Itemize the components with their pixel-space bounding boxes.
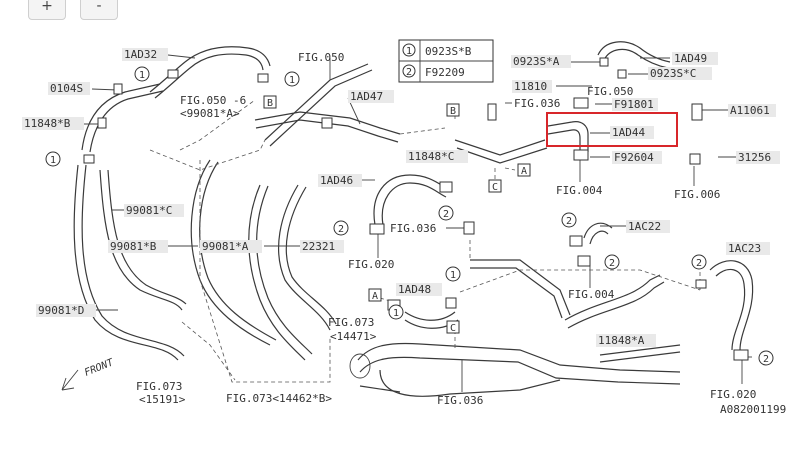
label-fig073-bl: FIG.073 bbox=[136, 380, 182, 393]
label-99081A-paren: <99081*A> bbox=[180, 107, 240, 120]
label-fig020-left: FIG.020 bbox=[348, 258, 394, 271]
label-fig036-top: FIG.036 bbox=[514, 97, 560, 110]
callout-C-text: C bbox=[492, 182, 498, 193]
label-1AC23: 1AC23 bbox=[728, 242, 761, 255]
callout-1-text: 1 bbox=[289, 75, 295, 86]
callout-2-text: 2 bbox=[338, 224, 344, 235]
label-1AD44: 1AD44 bbox=[612, 126, 645, 139]
callout-A bbox=[517, 163, 531, 177]
zoom-out-button[interactable]: - bbox=[80, 0, 118, 20]
label-11848A: 11848*A bbox=[598, 334, 645, 347]
part-labels: 1AD32 0104S 11848*B FIG.050 -6 <99081*A>… bbox=[22, 48, 786, 416]
callout-1 bbox=[445, 266, 461, 282]
label-fig036-bot: FIG.036 bbox=[437, 394, 483, 407]
callout-2 bbox=[691, 254, 707, 270]
label-fig073: FIG.073 bbox=[328, 316, 374, 329]
front-arrow-icon bbox=[61, 369, 79, 391]
callout-1 bbox=[134, 66, 150, 82]
water-pipe-assembly bbox=[349, 342, 681, 397]
clamp-parts bbox=[83, 57, 749, 361]
callout-B-text: B bbox=[267, 98, 273, 109]
callout-1 bbox=[284, 71, 300, 87]
callout-2-text: 2 bbox=[443, 209, 449, 220]
label-22321: 22321 bbox=[302, 240, 335, 253]
label-11848C: 11848*C bbox=[408, 150, 454, 163]
callout-2-text: 2 bbox=[696, 258, 702, 269]
callout-2 bbox=[561, 212, 577, 228]
callout-2-text: 2 bbox=[566, 216, 572, 227]
callout-A-text: A bbox=[521, 166, 527, 177]
label-11848B: 11848*B bbox=[24, 117, 71, 130]
label-99081C: 99081*C bbox=[126, 204, 172, 217]
legend-code-2: F92209 bbox=[425, 66, 465, 79]
label-front: FRONT bbox=[83, 357, 116, 379]
callout-B bbox=[263, 95, 277, 109]
label-F92604: F92604 bbox=[614, 151, 654, 164]
label-1AD48: 1AD48 bbox=[398, 283, 431, 296]
label-1AC22: 1AC22 bbox=[628, 220, 661, 233]
label-99081B: 99081*B bbox=[110, 240, 157, 253]
label-fig036-mid: FIG.036 bbox=[390, 222, 436, 235]
legend-num-1: 1 bbox=[406, 46, 412, 57]
callout-C bbox=[488, 179, 502, 193]
callout-1-text: 1 bbox=[393, 308, 399, 319]
callout-2-text: 2 bbox=[763, 354, 769, 365]
callout-B bbox=[446, 103, 460, 117]
hose-lines bbox=[73, 46, 401, 361]
callout-1 bbox=[388, 304, 404, 320]
label-99081A: 99081*A bbox=[202, 240, 249, 253]
callout-2 bbox=[333, 220, 349, 236]
label-fig050-top: FIG.050 bbox=[298, 51, 344, 64]
legend-code-1: 0923S*B bbox=[425, 45, 472, 58]
label-31256: 31256 bbox=[738, 151, 771, 164]
label-1AD47: 1AD47 bbox=[350, 90, 383, 103]
label-fig020-right: FIG.020 bbox=[710, 388, 756, 401]
highlight-box bbox=[546, 112, 678, 147]
label-15191: <15191> bbox=[139, 393, 186, 406]
callout-2 bbox=[604, 254, 620, 270]
callout-1 bbox=[45, 151, 61, 167]
label-0923SA: 0923S*A bbox=[513, 55, 560, 68]
label-11810: 11810 bbox=[514, 80, 547, 93]
label-fig004-mid: FIG.004 bbox=[568, 288, 615, 301]
label-0104S: 0104S bbox=[50, 82, 83, 95]
label-99081D: 99081*D bbox=[38, 304, 84, 317]
label-1AD49: 1AD49 bbox=[674, 52, 707, 65]
zoom-in-button[interactable]: + bbox=[28, 0, 66, 20]
label-1AD46: 1AD46 bbox=[320, 174, 353, 187]
callout-A bbox=[368, 288, 382, 302]
legend: 1 2 0923S*B F92209 bbox=[398, 39, 494, 83]
callout-1-text: 1 bbox=[450, 270, 456, 281]
callout-2-text: 2 bbox=[609, 258, 615, 269]
label-F91801: F91801 bbox=[614, 98, 654, 111]
label-fig006: FIG.006 bbox=[674, 188, 720, 201]
callout-1-text: 1 bbox=[139, 70, 145, 81]
label-fig050-6: FIG.050 -6 bbox=[180, 94, 246, 107]
label-14471: <14471> bbox=[330, 330, 377, 343]
hose-lines-right bbox=[373, 41, 754, 351]
label-fig050-r: FIG.050 bbox=[587, 85, 633, 98]
label-fig073-bm: FIG.073<14462*B> bbox=[226, 392, 332, 405]
label-fig004-top: FIG.004 bbox=[556, 184, 603, 197]
callouts: 1 1 1 2 2 2 2 2 1 1 2 B B A C A C bbox=[45, 66, 774, 366]
label-0923SC: 0923S*C bbox=[650, 67, 696, 80]
callout-1-text: 1 bbox=[50, 155, 56, 166]
legend-num-2: 2 bbox=[406, 67, 412, 78]
callout-C-text: C bbox=[450, 323, 456, 334]
diagram-code: A082001199 bbox=[720, 403, 786, 416]
callout-2 bbox=[438, 205, 454, 221]
label-A11061: A11061 bbox=[730, 104, 770, 117]
callout-C bbox=[446, 320, 460, 334]
callout-B-text: B bbox=[450, 106, 456, 117]
callout-2 bbox=[758, 350, 774, 366]
callout-A-text: A bbox=[372, 291, 378, 302]
label-1AD32: 1AD32 bbox=[124, 48, 157, 61]
